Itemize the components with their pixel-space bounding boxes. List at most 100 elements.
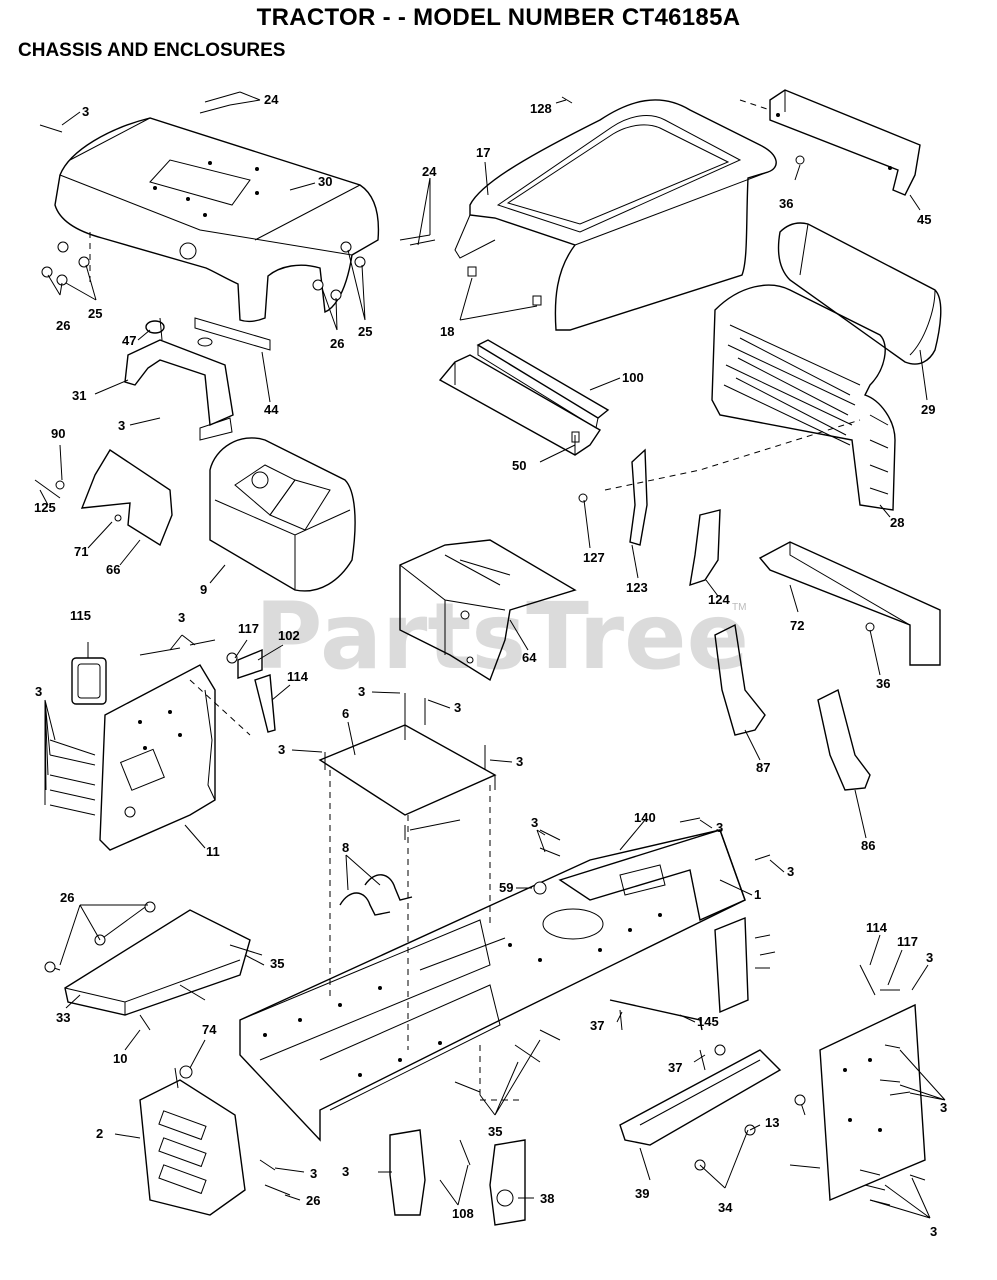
callout: 90: [51, 426, 65, 441]
callout: 74: [202, 1022, 217, 1037]
part-dashboard: [209, 437, 356, 592]
callout: 3: [342, 1164, 349, 1179]
callout: 3: [716, 820, 723, 835]
callout-labels: 3 24 128 30 17 24 36 45 26 25 26 25 18 4…: [34, 92, 947, 1239]
callout: 114: [866, 920, 888, 935]
callout: 28: [890, 515, 904, 530]
part-cover-plate-6: [318, 724, 497, 816]
callout: 66: [106, 562, 120, 577]
callout: 33: [56, 1010, 70, 1025]
callout: 72: [790, 618, 804, 633]
assembly-lines: [89, 99, 861, 1101]
part-clips-8: [339, 874, 413, 916]
callout: 36: [779, 196, 793, 211]
part-top-rear-plate: [769, 89, 921, 196]
callout: 3: [358, 684, 365, 699]
part-hood: [54, 117, 380, 323]
part-rear-bracket: [714, 916, 749, 1014]
callout: 124: [708, 592, 730, 607]
callout: 145: [697, 1014, 719, 1029]
callout: 18: [440, 324, 454, 339]
part-bracket-123: [629, 448, 648, 546]
callout: 140: [634, 810, 656, 825]
watermark-tm: TM: [732, 602, 746, 613]
callout: 50: [512, 458, 526, 473]
callout: 35: [488, 1124, 502, 1139]
callout: 59: [499, 880, 513, 895]
callout: 86: [861, 838, 875, 853]
callout: 34: [718, 1200, 733, 1215]
callout: 35: [270, 956, 284, 971]
callout: 3: [531, 815, 538, 830]
part-plate-66: [80, 449, 173, 547]
callout: 25: [358, 324, 372, 339]
part-footrest-right: [619, 1049, 782, 1146]
callout: 114: [287, 669, 309, 684]
callout: 3: [35, 684, 42, 699]
callout: 24: [422, 164, 437, 179]
part-steering-support: [399, 539, 577, 682]
part-right-panel: [819, 1003, 926, 1202]
callout: 26: [60, 890, 74, 905]
callout: 3: [310, 1166, 317, 1181]
callout: 9: [200, 582, 207, 597]
part-fender-top: [777, 222, 942, 365]
part-strap-72: [758, 541, 941, 666]
part-115: [71, 657, 107, 705]
callout: 3: [516, 754, 523, 769]
callout: 71: [74, 544, 88, 559]
callout: 30: [318, 174, 332, 189]
callout: 87: [756, 760, 770, 775]
callout: 3: [926, 950, 933, 965]
callout: 1: [754, 887, 761, 902]
callout: 13: [765, 1115, 779, 1130]
callout: 64: [522, 650, 537, 665]
callout: 115: [70, 608, 91, 623]
part-39: [489, 1139, 526, 1226]
part-dash-panel: [454, 99, 777, 331]
callout: 128: [530, 101, 552, 116]
part-rail-100: [476, 339, 610, 429]
part-guard-87: [714, 623, 766, 736]
callout: 3: [82, 104, 89, 119]
part-hood-bracket: [124, 317, 271, 441]
section-title: CHASSIS AND ENCLOSURES: [18, 40, 286, 61]
callout: 102: [278, 628, 300, 643]
callout: 29: [921, 402, 935, 417]
callout: 8: [342, 840, 349, 855]
callout: 38: [540, 1191, 554, 1206]
callout: 3: [940, 1100, 947, 1115]
part-fender: [711, 284, 896, 511]
part-102-114: [237, 648, 276, 733]
part-footrest-left: [64, 909, 251, 1016]
callout: 2: [96, 1126, 103, 1141]
callout: 117: [238, 621, 259, 636]
part-38: [389, 1129, 426, 1216]
callout: 3: [278, 742, 285, 757]
part-bracket-124: [689, 509, 721, 587]
callout: 3: [178, 610, 185, 625]
watermark-text: PartsTree: [255, 583, 749, 690]
callout: 26: [56, 318, 70, 333]
callout: 117: [897, 934, 918, 949]
callout: 3: [930, 1224, 937, 1239]
callout: 44: [264, 402, 279, 417]
callout: 25: [88, 306, 102, 321]
part-front-plate: [139, 1079, 246, 1216]
callout: 3: [118, 418, 125, 433]
callout: 6: [342, 706, 349, 721]
callout: 37: [668, 1060, 682, 1075]
callout: 31: [72, 388, 86, 403]
leader-lines: [39, 91, 946, 1219]
part-left-panel: [99, 664, 216, 851]
callout: 36: [876, 676, 890, 691]
callout: 37: [590, 1018, 604, 1033]
diagram-title: TRACTOR - - MODEL NUMBER CT46185A: [256, 4, 741, 31]
callout: 26: [306, 1193, 320, 1208]
part-rod-145: [609, 999, 703, 1031]
callout: 100: [622, 370, 644, 385]
callout: 10: [113, 1051, 127, 1066]
part-main-frame: [239, 829, 746, 1142]
callout: 127: [583, 550, 605, 565]
part-guard-86: [817, 688, 871, 791]
